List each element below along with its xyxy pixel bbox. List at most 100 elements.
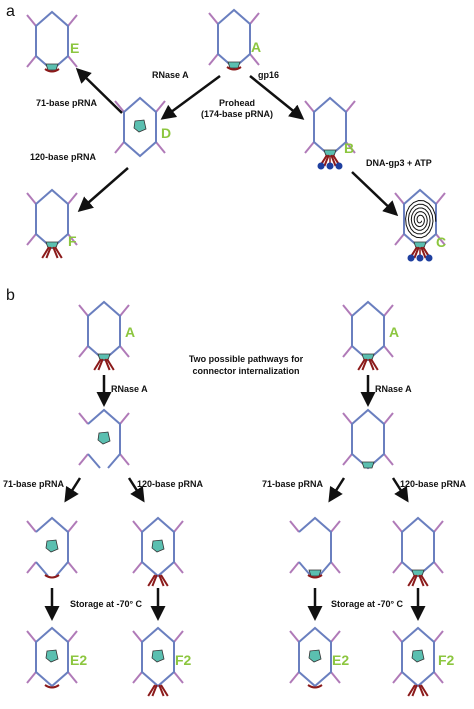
spike <box>132 630 143 643</box>
prna-long <box>357 358 366 371</box>
prna-long <box>41 246 50 259</box>
gp16-bead <box>425 254 433 262</box>
label-71-base-right: 71-base pRNA <box>262 479 324 489</box>
spike <box>173 520 184 533</box>
label-gp16: gp16 <box>258 70 279 80</box>
spike <box>26 55 37 68</box>
gp16-bead <box>335 162 343 170</box>
particle-tag-a-left: A <box>125 324 135 340</box>
spike <box>249 12 260 25</box>
spike <box>67 14 78 27</box>
spike <box>342 412 353 425</box>
connector-internalized <box>45 539 59 553</box>
particle-b <box>304 96 356 170</box>
particle-tag-d: D <box>161 125 171 141</box>
particle-tag-e2-right: E2 <box>332 652 349 668</box>
arrow-a-to-b <box>249 75 305 120</box>
prna-long <box>368 358 375 371</box>
arrow-d-to-e <box>75 67 123 114</box>
connector <box>361 461 375 469</box>
prna-long <box>160 684 169 697</box>
prna-long <box>147 574 156 587</box>
capsid <box>217 8 251 70</box>
prna-long <box>158 574 165 587</box>
spike <box>342 453 353 466</box>
spike <box>173 671 184 684</box>
spike <box>132 520 143 533</box>
particle-tag-a-right: A <box>389 324 399 340</box>
spike <box>78 304 89 317</box>
label-storage-left: Storage at -70° C <box>70 599 143 609</box>
spike <box>26 192 37 205</box>
spike <box>289 561 300 574</box>
particle-b-71-left <box>26 516 78 579</box>
particle-b-rnase-left <box>78 408 130 469</box>
prna-long <box>52 246 59 259</box>
spike <box>67 671 78 684</box>
particle-tag-e: E <box>70 40 79 56</box>
label-120-base-prna-a: 120-base pRNA <box>30 152 97 162</box>
label-rnase-a-right: RNase A <box>375 384 412 394</box>
spike <box>392 630 403 643</box>
spike <box>132 561 143 574</box>
connector-internalized <box>151 539 165 553</box>
panel-a-arrows <box>75 67 399 217</box>
spike <box>383 412 394 425</box>
particle-b-a-right <box>342 300 394 371</box>
prna-long <box>407 684 416 697</box>
label-rnase-a-left: RNase A <box>111 384 148 394</box>
particle-b-rnase-right <box>342 408 394 470</box>
capsid <box>87 300 121 362</box>
label-rnase-a: RNase A <box>152 70 189 80</box>
particles-layer <box>26 8 446 697</box>
spike <box>67 55 78 68</box>
gp16-bead <box>326 162 334 170</box>
spike <box>304 100 315 113</box>
arrow-right-120 <box>391 477 409 503</box>
prna-long <box>106 358 115 371</box>
particle-b-e2-left <box>26 626 78 689</box>
spike <box>394 192 405 205</box>
prna-long <box>147 684 156 697</box>
particle-f <box>26 188 78 259</box>
spike <box>304 141 315 154</box>
particle-b-a-left <box>78 300 130 371</box>
spike <box>132 671 143 684</box>
capsid <box>351 300 385 362</box>
connector-internalized <box>151 649 165 663</box>
arrow-d-to-f <box>77 167 129 212</box>
prna-long <box>418 684 425 697</box>
prna-short <box>44 68 60 73</box>
connector-internalized <box>308 649 322 663</box>
spike <box>345 141 356 154</box>
prna-long <box>330 154 337 167</box>
spike <box>26 14 37 27</box>
spike <box>330 520 341 533</box>
spike <box>208 53 219 66</box>
arrow-b-to-c <box>351 171 399 217</box>
prna-long <box>370 358 379 371</box>
prna-long <box>411 684 418 697</box>
spike <box>67 630 78 643</box>
label-prohead: Prohead <box>219 98 255 108</box>
spike <box>383 453 394 466</box>
spike <box>249 53 260 66</box>
spike <box>155 141 166 154</box>
particle-b-f2-right <box>392 626 444 697</box>
capsid <box>35 10 69 72</box>
spike <box>114 100 125 113</box>
connector-internalized <box>97 431 111 445</box>
connector-internalized <box>133 119 147 133</box>
spike <box>119 345 130 358</box>
prna-long <box>413 246 420 259</box>
particle-tag-b: B <box>344 140 354 156</box>
label-120-base-left: 120-base pRNA <box>137 479 204 489</box>
prna-long <box>420 246 427 259</box>
label-71-base-prna-a: 71-base pRNA <box>36 98 98 108</box>
spike <box>26 520 37 533</box>
spike <box>289 630 300 643</box>
spike <box>345 100 356 113</box>
capsid <box>298 516 332 577</box>
spike <box>435 233 446 246</box>
